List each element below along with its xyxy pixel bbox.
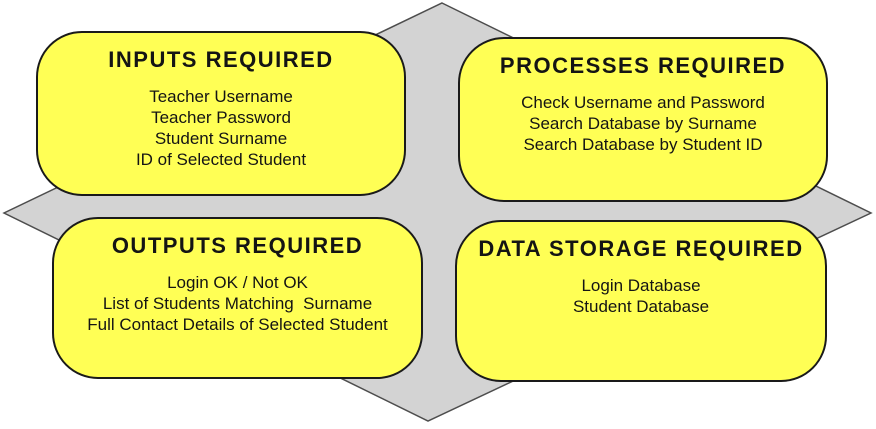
input-item: ID of Selected Student (135, 150, 307, 169)
input-item: Teacher Password (151, 108, 291, 127)
input-item: Student Surname (154, 129, 288, 148)
process-item: Search Database by Surname (529, 114, 757, 133)
data-storage-required-title: DATA STORAGE REQUIRED (478, 236, 804, 261)
outputs-required-box: OUTPUTS REQUIRED Login OK / Not OK List … (52, 217, 423, 379)
processes-required-box: PROCESSES REQUIRED Check Username and Pa… (458, 37, 828, 202)
inputs-required-list: Teacher Username Teacher Password Studen… (38, 86, 404, 170)
outputs-required-title: OUTPUTS REQUIRED (111, 233, 364, 258)
data-storage-required-list: Login Database Student Database (457, 275, 825, 317)
output-item: Full Contact Details of Selected Student (87, 315, 388, 334)
processes-required-list: Check Username and Password Search Datab… (460, 92, 826, 155)
output-item: Login OK / Not OK (167, 273, 308, 292)
inputs-required-box: INPUTS REQUIRED Teacher Username Teacher… (36, 31, 406, 196)
inputs-required-title: INPUTS REQUIRED (108, 47, 334, 72)
process-item: Search Database by Student ID (523, 135, 763, 154)
input-item: Teacher Username (149, 87, 293, 106)
data-storage-required-box: DATA STORAGE REQUIRED Login Database Stu… (455, 220, 827, 382)
storage-item: Student Database (572, 297, 710, 316)
storage-item: Login Database (581, 276, 701, 295)
processes-required-title: PROCESSES REQUIRED (499, 53, 787, 78)
outputs-required-list: Login OK / Not OK List of Students Match… (54, 272, 421, 335)
process-item: Check Username and Password (521, 93, 765, 112)
output-item: List of Students Matching Surname (102, 294, 373, 313)
